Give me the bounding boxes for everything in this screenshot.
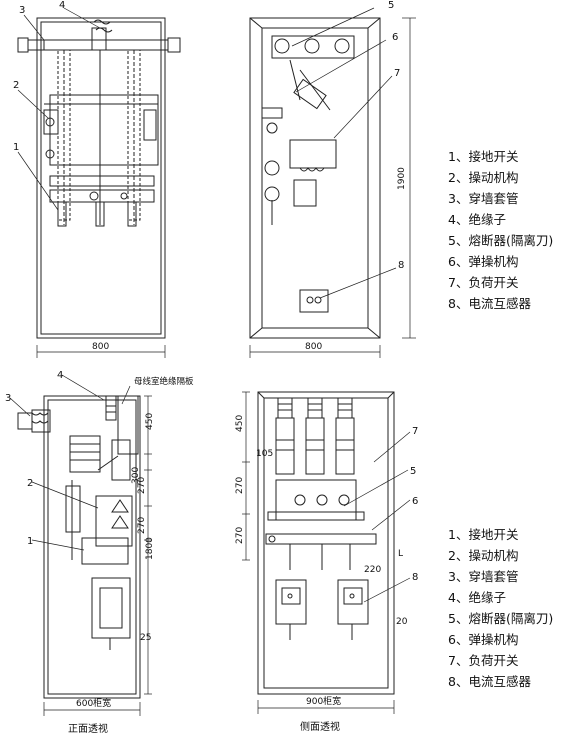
legend-item: 4、绝缘子 xyxy=(448,590,506,605)
dim-270b: 270 xyxy=(137,517,147,534)
callout-8-bottom: 8 xyxy=(412,572,418,583)
callout-7-top: 7 xyxy=(394,68,400,79)
dim-top-side-width: 800 xyxy=(305,342,322,352)
dim-top-front-width: 800 xyxy=(92,342,109,352)
dim-450b: 450 xyxy=(235,415,245,432)
callout-1-top: 1 xyxy=(13,142,19,153)
legend-item: 8、电流互感器 xyxy=(448,674,531,689)
callout-4-bottom: 4 xyxy=(57,370,63,381)
legend-top: 1、接地开关 2、操动机构 3、穿墙套管 4、绝缘子 5、熔断器(隔离刀) 6、… xyxy=(448,146,553,314)
dim-220: 220 xyxy=(364,565,381,575)
legend-item: 2、操动机构 xyxy=(448,170,519,185)
dim-20: 20 xyxy=(396,617,408,627)
top-side-view: 5 6 7 8 800 1900 xyxy=(249,0,416,358)
callout-3-bottom: 3 xyxy=(5,393,11,404)
legend-item: 3、穿墙套管 xyxy=(448,191,519,206)
dim-top-side-height: 1900 xyxy=(397,167,407,190)
dim-25: 25 xyxy=(140,633,151,643)
dim-300: 300 xyxy=(131,467,141,484)
caption-side-view: 侧面透视 xyxy=(300,720,340,733)
dim-270d: 270 xyxy=(235,527,245,544)
legend-item: 1、接地开关 xyxy=(448,527,519,542)
legend-item: 1、接地开关 xyxy=(448,149,519,164)
callout-2-top: 2 xyxy=(13,80,19,91)
legend-item: 3、穿墙套管 xyxy=(448,569,519,584)
dim-270c: 270 xyxy=(235,477,245,494)
legend-item: 6、弹操机构 xyxy=(448,632,519,647)
callout-8-top: 8 xyxy=(398,260,404,271)
dim-bottom-side-width: 900柜宽 xyxy=(306,695,341,707)
callout-6-top: 6 xyxy=(392,32,398,43)
dim-105: 105 xyxy=(256,449,273,459)
caption-front-view: 正面透视 xyxy=(68,722,108,735)
busbar-plate-label: 母线室绝缘隔板 xyxy=(134,376,194,387)
dim-L: L xyxy=(398,549,403,559)
callout-7-bottom: 7 xyxy=(412,426,418,437)
callout-1-bottom: 1 xyxy=(27,536,33,547)
dim-270a: 270 xyxy=(137,477,147,494)
legend-item: 4、绝缘子 xyxy=(448,212,506,227)
legend-item: 2、操动机构 xyxy=(448,548,519,563)
legend-item: 6、弹操机构 xyxy=(448,254,519,269)
callout-3-top: 3 xyxy=(19,5,25,16)
legend-item: 8、电流互感器 xyxy=(448,296,531,311)
legend-item: 5、熔断器(隔离刀) xyxy=(448,233,554,248)
top-front-view: 800 3 4 2 1 xyxy=(13,0,181,358)
callout-6-bottom: 6 xyxy=(412,496,418,507)
dim-1800: 1800 xyxy=(145,537,155,560)
callout-5-bottom: 5 xyxy=(410,466,416,477)
legend-item: 7、负荷开关 xyxy=(448,653,519,668)
bottom-side-view: 450 105 270 270 220 L 20 7 5 6 8 900柜宽 侧… xyxy=(235,391,418,733)
callout-2-bottom: 2 xyxy=(27,478,33,489)
legend-item: 7、负荷开关 xyxy=(448,275,519,290)
legend-item: 5、熔断器(隔离刀) xyxy=(448,611,554,626)
bottom-front-view: 450 270 300 270 1800 25 3 4 2 1 母线室绝缘隔板 … xyxy=(5,370,194,735)
dim-450a: 450 xyxy=(145,413,155,430)
legend-bottom: 1、接地开关 2、操动机构 3、穿墙套管 4、绝缘子 5、熔断器(隔离刀) 6、… xyxy=(448,524,553,692)
callout-4-top: 4 xyxy=(59,0,65,11)
callout-5-top: 5 xyxy=(388,0,394,11)
dim-bottom-front-width: 600柜宽 xyxy=(76,697,111,709)
